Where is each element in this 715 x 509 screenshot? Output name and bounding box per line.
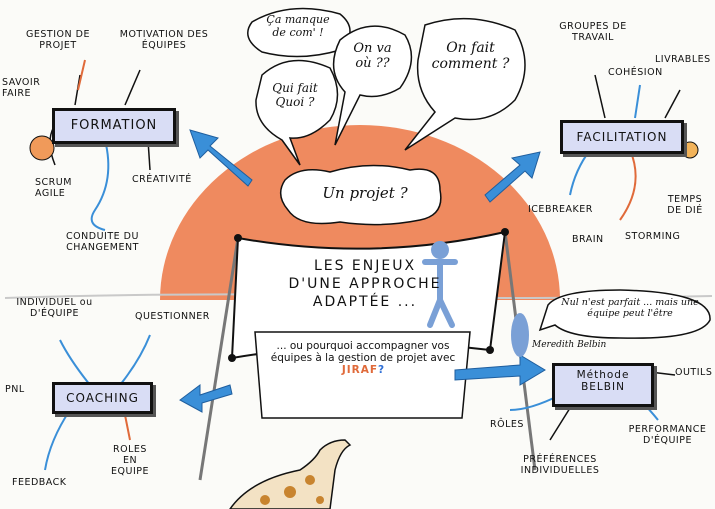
central-title-line: ADAPTÉE ... <box>312 294 418 311</box>
branch-line <box>119 334 151 386</box>
bubble-how-text: On fait comment ? <box>431 40 510 73</box>
coaching-label: COACHING <box>66 391 139 405</box>
branch-icebreaker: ICEBREAKER <box>528 204 593 215</box>
coaching-box: COACHING <box>52 382 153 414</box>
branch-preferences: PRÉFÉRENCES INDIVIDUELLES <box>520 454 600 476</box>
bubble-communication-text: Ça manque de com' ! <box>266 13 330 39</box>
smiley-icon <box>29 135 55 161</box>
branch-line <box>569 149 591 196</box>
branch-line <box>74 74 81 106</box>
arrow-to-facilitation <box>484 151 541 203</box>
facilitation-box: FACILITATION <box>560 120 684 154</box>
belbin-label-line: BELBIN <box>581 381 625 393</box>
banner-knot <box>501 228 509 236</box>
arrow-to-coaching <box>179 384 233 413</box>
branch-brain: BRAIN <box>572 234 604 245</box>
branch-motivation: MOTIVATION DES ÉQUIPES <box>119 29 209 51</box>
figure-icon <box>422 241 458 328</box>
giraffe-icon <box>229 439 352 509</box>
brand-name: JIRAF <box>341 364 379 377</box>
banner-knot <box>228 354 236 362</box>
branch-line <box>124 414 131 441</box>
branch-line <box>634 84 641 119</box>
branch-gestion-projet: GESTION DE PROJET <box>26 29 90 51</box>
branch-roles: RÔLES <box>490 419 524 430</box>
lightbulb-icon <box>681 141 699 159</box>
branch-line <box>619 149 637 221</box>
bubble-where-shape <box>332 25 413 146</box>
formation-label: FORMATION <box>70 118 158 133</box>
banner-knot <box>486 346 494 354</box>
branch-questionner: QUESTIONNER <box>135 311 210 322</box>
arrow-to-belbin <box>454 354 546 386</box>
belbin-author: Meredith Belbin <box>532 340 607 350</box>
branch-line <box>90 139 110 231</box>
belbin-portrait <box>511 313 529 357</box>
branch-groupes-travail: GROUPES DE TRAVAIL <box>559 21 627 43</box>
branch-roles-equipe: ROLES EN EQUIPE <box>111 444 149 477</box>
branch-cohesion: COHÉSION <box>608 67 663 78</box>
bubble-how-shape <box>404 17 526 151</box>
branch-line <box>649 371 676 376</box>
banner-pole-left <box>198 237 240 481</box>
branch-performance: PERFORMANCE D'ÉQUIPE <box>628 424 707 446</box>
bubble-where-text: On va où ?? <box>353 41 392 71</box>
quote-bubble <box>538 289 711 339</box>
brand-question-mark: ? <box>378 364 385 377</box>
banner-knot <box>234 234 242 242</box>
bubble-who-shape <box>255 59 339 166</box>
branch-individuel: INDIVIDUEL ou D'ÉQUIPE <box>16 297 93 319</box>
facilitation-label: FACILITATION <box>576 130 668 144</box>
branch-line <box>124 69 141 106</box>
belbin-box: Méthode BELBIN <box>552 363 654 407</box>
belbin-quote: Nul n'est parfait ... mais une équipe pe… <box>561 297 699 319</box>
branch-feedback: FEEDBACK <box>12 477 67 488</box>
branch-outils: OUTILS <box>675 367 713 378</box>
branch-creativite: CRÉATIVITÉ <box>132 174 192 185</box>
formation-box: FORMATION <box>52 108 176 144</box>
branch-scrum-agile: SCRUM AGILE <box>35 177 72 199</box>
branch-conduite-changement: CONDUITE DU CHANGEMENT <box>66 231 139 253</box>
central-title-line: D'UNE APPROCHE <box>288 276 442 293</box>
project-cloud <box>279 164 442 226</box>
project-banner-text: Un projet ? <box>322 184 408 202</box>
subtitle-sign <box>254 331 471 419</box>
central-subtitle: ... ou pourquoi accompagner vos équipes … <box>268 340 458 376</box>
branch-storming: STORMING <box>625 231 681 242</box>
central-title-line: LES ENJEUX <box>313 258 417 274</box>
branch-temps-die: TEMPS DE DIÉ <box>667 194 703 216</box>
central-title: LES ENJEUX D'UNE APPROCHE ADAPTÉE ... <box>255 257 475 312</box>
branch-line <box>44 409 71 471</box>
branch-line <box>59 339 91 386</box>
branch-pnl: PNL <box>5 384 25 395</box>
branch-line <box>77 59 86 91</box>
branch-line <box>147 139 151 171</box>
arrow-to-formation <box>189 129 253 187</box>
branch-line <box>594 74 606 119</box>
branch-line <box>664 89 681 119</box>
central-subtitle-text: ... ou pourquoi accompagner vos équipes … <box>270 340 456 365</box>
bubble-who-text: Qui fait Quoi ? <box>272 81 318 109</box>
belbin-label-line: Méthode <box>576 369 630 381</box>
branch-savoir-faire: SAVOIR FAIRE <box>2 77 41 99</box>
branch-livrables: LIVRABLES <box>655 54 711 65</box>
